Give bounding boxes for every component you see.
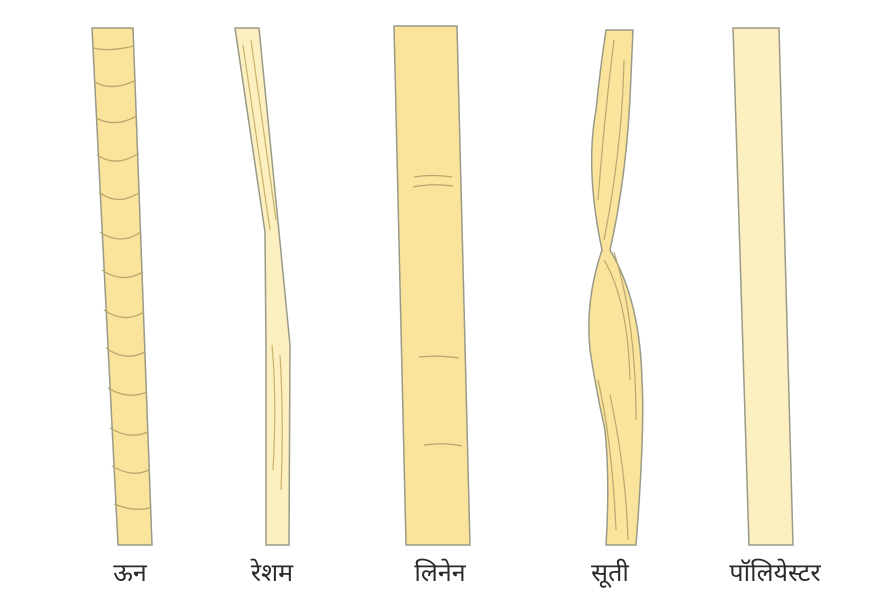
- linen-fiber: [394, 26, 470, 545]
- silk-fiber: [235, 28, 290, 545]
- polyester-label: पॉलियेस्टर: [700, 555, 850, 591]
- wool-fiber: [92, 28, 152, 545]
- cotton-label: सूती: [560, 555, 660, 591]
- wool-label: ऊन: [88, 555, 172, 591]
- silk-label: रेशम: [222, 555, 322, 591]
- cotton-fiber: [589, 30, 643, 545]
- polyester-fiber: [733, 28, 793, 545]
- linen-label: लिनेन: [380, 555, 500, 591]
